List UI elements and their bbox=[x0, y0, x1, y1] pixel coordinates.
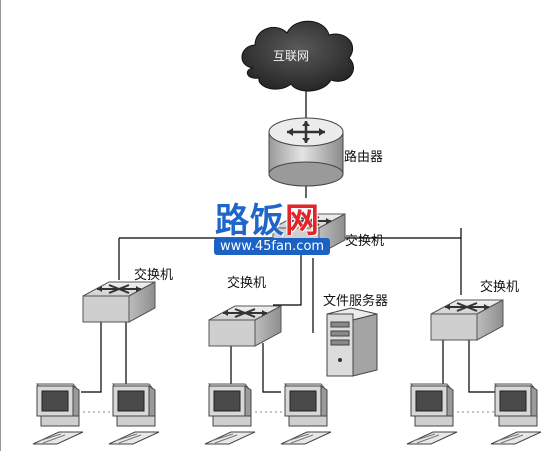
watermark-url: www.45fan.com bbox=[214, 238, 331, 255]
pc-icon-4 bbox=[280, 383, 332, 445]
router-label: 路由器 bbox=[344, 150, 384, 165]
core-switch-label: 交换机 bbox=[345, 234, 385, 249]
file-server-icon bbox=[326, 307, 378, 377]
switch-icon-2 bbox=[208, 305, 282, 347]
file-server-label: 文件服务器 bbox=[323, 294, 389, 309]
pc-icon-2 bbox=[108, 383, 160, 445]
link-switch3-pc6 bbox=[468, 338, 501, 393]
cloud-label: 互联网 bbox=[273, 49, 310, 63]
watermark-logo: 路饭网 bbox=[215, 201, 320, 241]
switch-label-1: 交换机 bbox=[134, 268, 174, 283]
switch-icon-3 bbox=[430, 299, 504, 341]
link-switch1-pc1 bbox=[81, 320, 102, 393]
switch-label-2: 交换机 bbox=[227, 276, 267, 291]
pc-icon-6 bbox=[490, 383, 542, 445]
pc-icon-5 bbox=[406, 383, 458, 445]
pc-icon-1 bbox=[32, 383, 84, 445]
link-switch2-pc4 bbox=[262, 343, 281, 393]
switch-icon-1 bbox=[82, 281, 156, 323]
router-icon bbox=[268, 117, 344, 187]
link-core-switch-2 bbox=[273, 255, 302, 306]
internet-cloud-icon bbox=[241, 20, 354, 92]
switch-label-3: 交换机 bbox=[480, 280, 520, 295]
pc-icon-3 bbox=[204, 383, 256, 445]
